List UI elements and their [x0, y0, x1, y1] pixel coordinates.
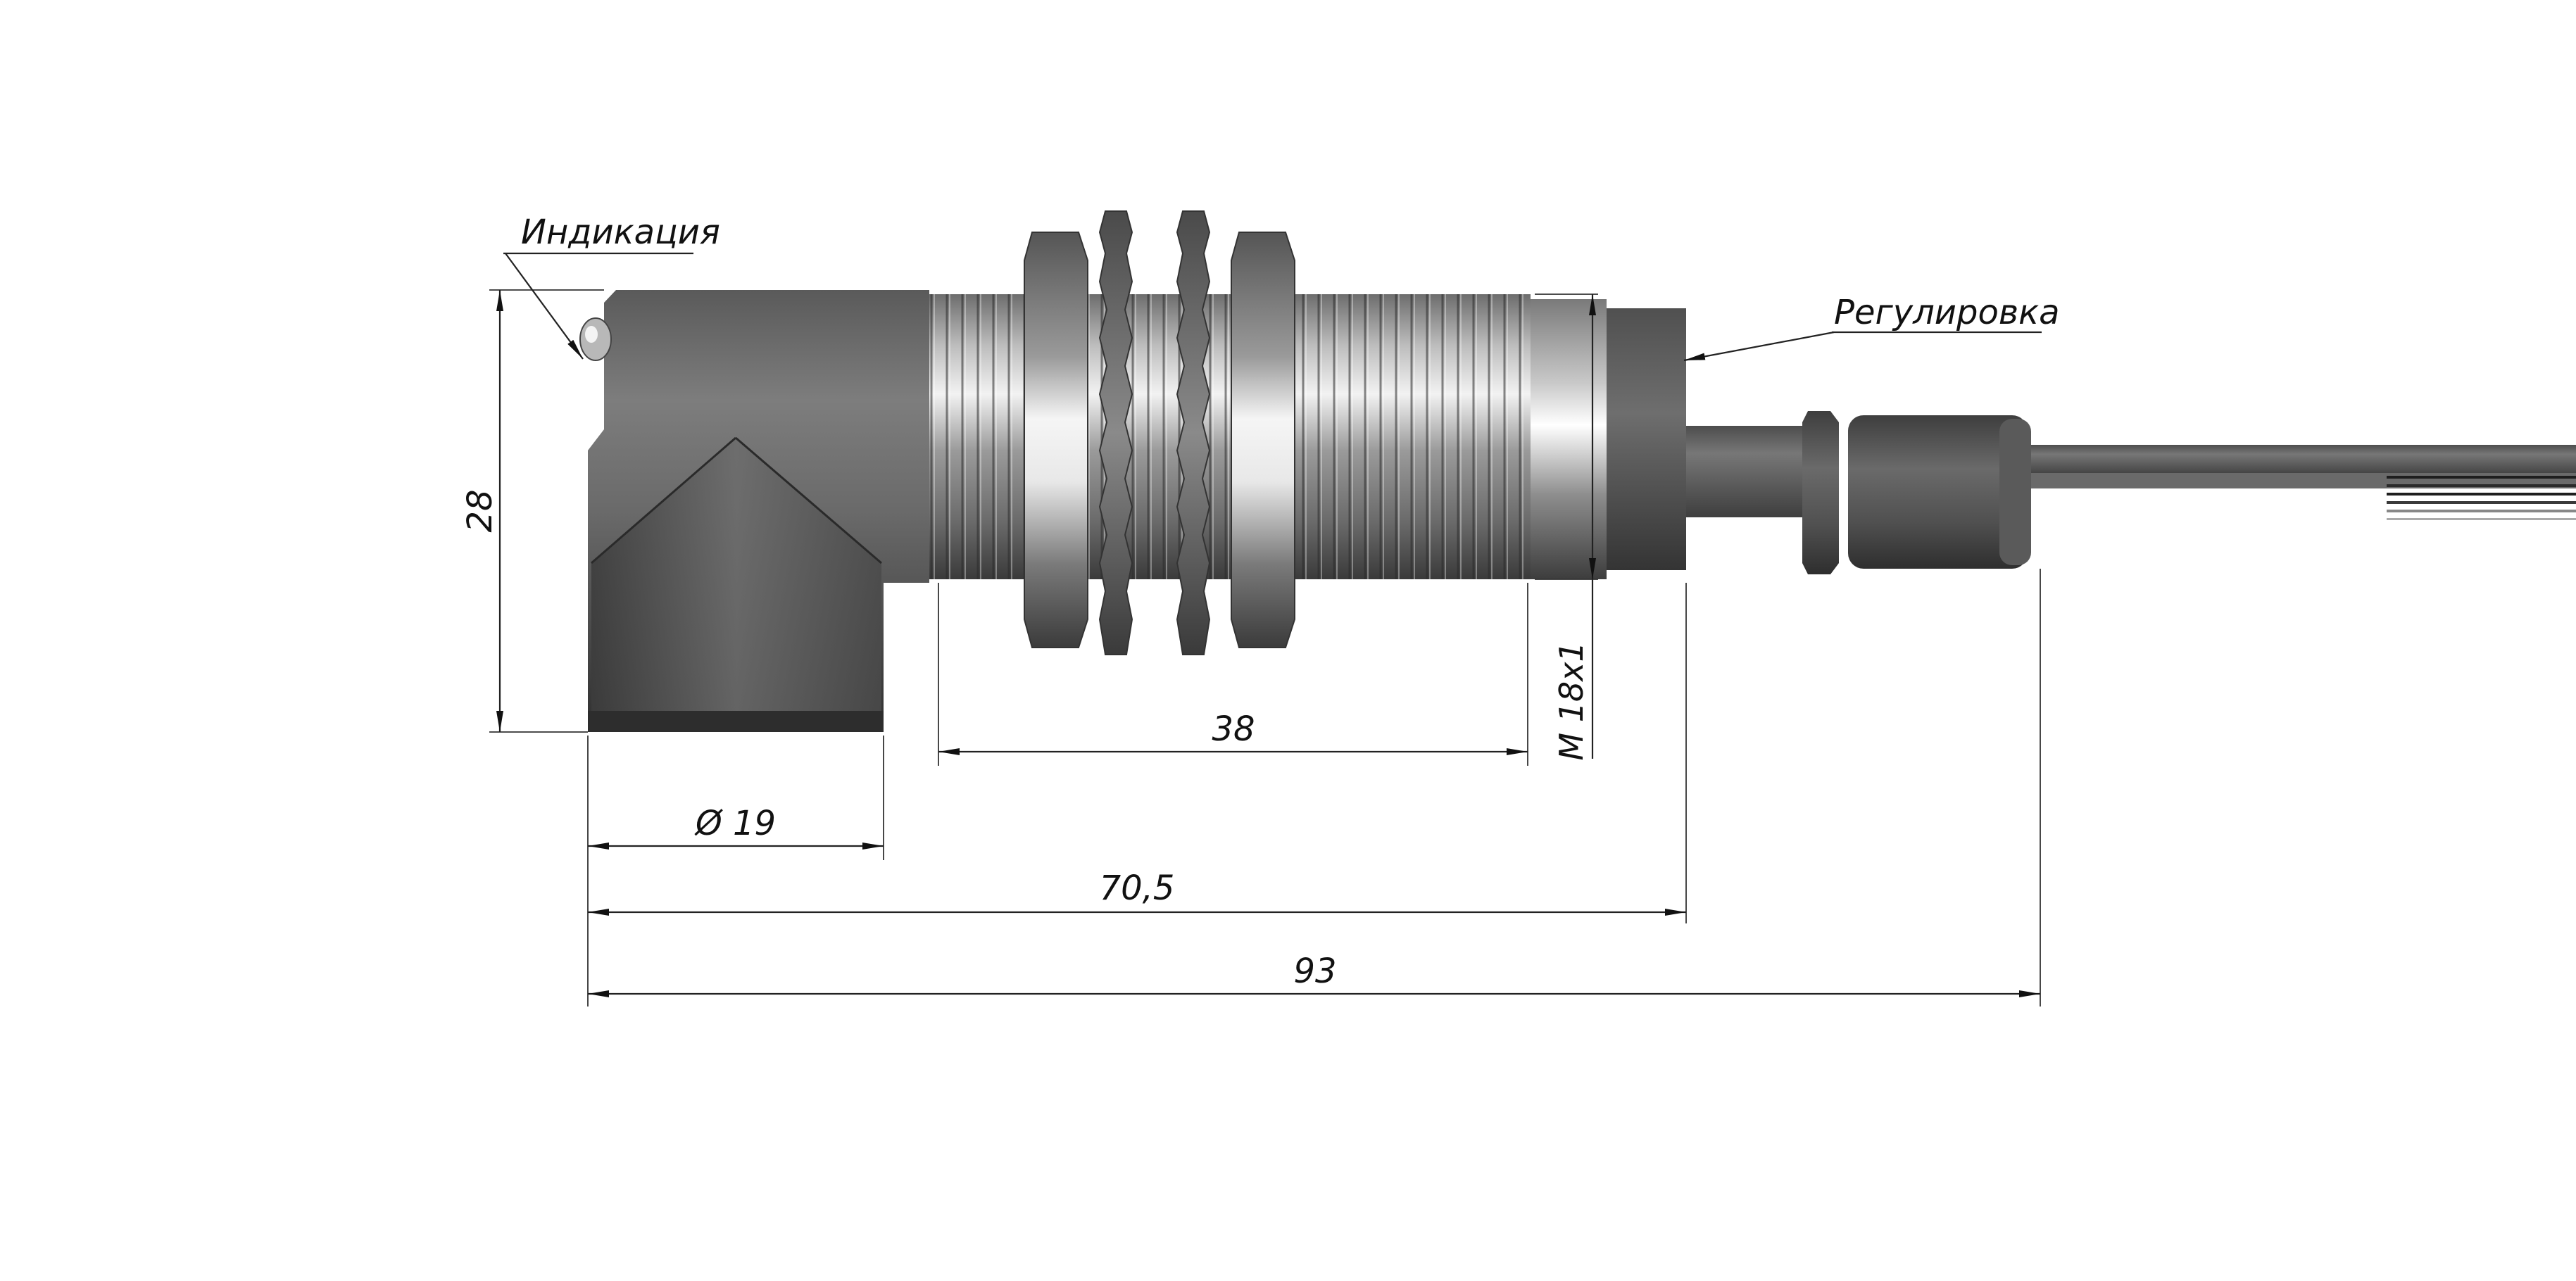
indication-label: Индикация	[521, 213, 720, 252]
collar	[1528, 299, 1607, 579]
cable-boot	[1686, 411, 2031, 574]
nut-right	[1231, 232, 1295, 648]
head-diameter-dimension: Ø 19	[694, 804, 776, 843]
thread-length-dimension: 38	[1212, 709, 1255, 749]
washer-right	[1176, 210, 1211, 655]
cable-wires	[2028, 445, 2576, 520]
thread-dimension: M 18x1	[1552, 641, 1590, 760]
overall-length-dimension: 93	[1293, 952, 1336, 991]
threaded-tube	[928, 294, 1531, 579]
sensor-body	[579, 210, 2576, 732]
height-dimension: 28	[460, 489, 500, 532]
connector-head	[588, 290, 929, 732]
nut-left	[1024, 232, 1088, 648]
indicator-led	[579, 317, 612, 361]
body-length-dimension: 70,5	[1100, 869, 1175, 908]
adjustment-label: Регулировка	[1834, 293, 2060, 332]
end-cap	[1605, 308, 1686, 570]
washer-left	[1098, 210, 1133, 655]
dimension-annotations: 28 Индикация Регулировка M 18x1 38 Ø 19 …	[460, 213, 2060, 1007]
